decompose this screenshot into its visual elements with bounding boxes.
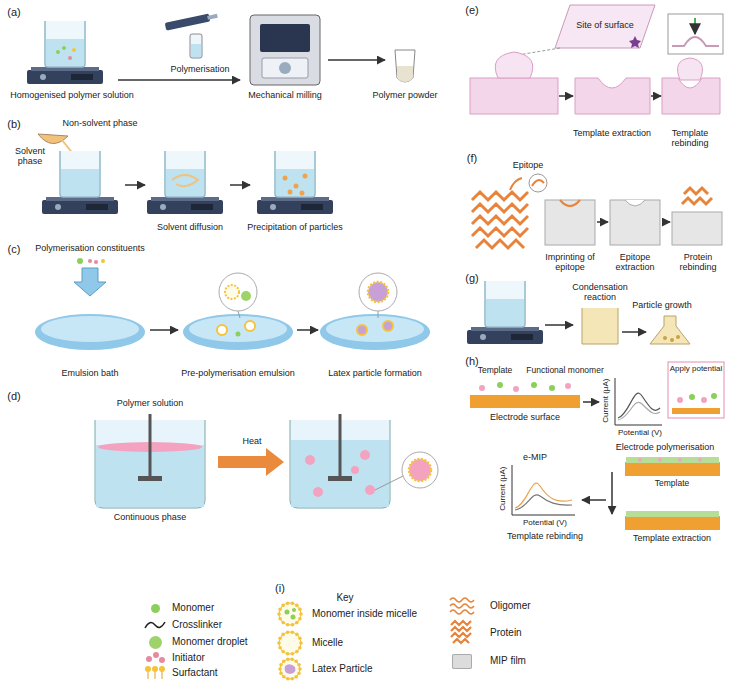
legend-symbol	[275, 628, 305, 658]
panel-letter: (c)	[2, 243, 26, 256]
legend-symbol	[275, 654, 305, 684]
caption-label: Potential (V)	[612, 428, 668, 437]
legend-swatch	[151, 604, 160, 613]
caption-label: Continuous phase	[100, 512, 200, 522]
legend-text: Micelle	[312, 637, 343, 649]
caption-label: Site of surface	[570, 20, 640, 30]
caption-label: Precipitation of particles	[235, 222, 355, 232]
caption-label: Condensation reaction	[560, 282, 640, 303]
legend-text: Latex Particle	[312, 663, 373, 675]
legend-text: Protein	[490, 627, 522, 639]
legend-symbol	[140, 658, 170, 684]
panel-letter: (f)	[460, 152, 484, 165]
caption-label: Epitope extraction	[604, 252, 666, 273]
caption-label: Potential (V)	[515, 518, 575, 527]
caption-label: Template extraction	[624, 533, 720, 543]
caption-label: Non-solvent phase	[55, 118, 145, 128]
panel-f-art	[472, 174, 722, 248]
legend-swatch	[452, 654, 472, 669]
caption-label: Emulsion bath	[40, 368, 140, 378]
caption-label: Pre-polymerisation emulsion	[176, 368, 300, 378]
legend-text: Surfactant	[172, 667, 218, 679]
legend-symbol	[447, 591, 477, 621]
legend-symbol	[447, 618, 477, 648]
caption-label: Template rebinding	[500, 531, 590, 541]
caption-label: Electrode surface	[480, 412, 570, 422]
panel-e-art	[470, 5, 723, 114]
panel-letter: (d)	[2, 390, 26, 403]
caption-label: Polymerisation	[160, 64, 240, 74]
panel-b-art	[38, 134, 333, 214]
caption-label: Solvent phase	[3, 146, 58, 167]
caption-label: Current (μA)	[498, 457, 507, 521]
panel-c-art	[35, 258, 430, 350]
panel-letter: (e)	[460, 4, 484, 17]
caption-label: Polymer powder	[365, 90, 445, 100]
caption-label: Imprinting of epitope	[538, 252, 602, 273]
legend-text: Oligomer	[490, 600, 531, 612]
caption-label: Current (μA)	[601, 369, 610, 433]
legend-text: Monomer	[172, 602, 214, 614]
panel-g-art	[467, 281, 690, 344]
panel-h-art	[470, 362, 724, 530]
legend-text: MIP film	[490, 655, 526, 667]
caption-label: Epitope	[503, 160, 553, 170]
legend-text: Monomer droplet	[172, 636, 248, 648]
caption-label: Electrode polymerisation	[610, 442, 720, 452]
panel-letter: (g)	[460, 272, 484, 285]
panel-letter: (i)	[268, 582, 292, 595]
caption-label: Homogenised polymer solution	[2, 90, 142, 100]
caption-label: Latex particle formation	[315, 368, 435, 378]
panel-a-art	[27, 12, 415, 85]
legend-symbol	[275, 599, 305, 629]
panel-letter: (b)	[2, 118, 26, 131]
caption-label: Template rebinding	[653, 128, 727, 149]
caption-label: Polymer solution	[105, 398, 195, 408]
legend-text: Monomer inside micelle	[312, 608, 417, 620]
panel-letter: (a)	[2, 6, 26, 19]
caption-label: Heat	[232, 436, 272, 446]
caption-label: e-MIP	[515, 452, 555, 462]
caption-label: Functional monomer	[520, 366, 610, 376]
caption-label: Mechanical milling	[240, 90, 330, 100]
caption-label: Template	[642, 479, 702, 489]
caption-label: Apply potential	[669, 364, 723, 373]
legend-swatch	[149, 636, 162, 649]
caption-label: Protein rebinding	[669, 252, 727, 273]
legend-text: Crosslinker	[172, 619, 222, 631]
caption-label: Template	[470, 366, 520, 376]
legend-text: Initiator	[172, 652, 205, 664]
caption-label: Key	[325, 592, 365, 604]
caption-label: Template extraction	[570, 128, 654, 138]
caption-label: Polymerisation constituents	[20, 243, 160, 253]
panel-d-art	[95, 414, 438, 508]
caption-label: Particle growth	[627, 300, 697, 310]
caption-label: Solvent diffusion	[140, 222, 240, 232]
